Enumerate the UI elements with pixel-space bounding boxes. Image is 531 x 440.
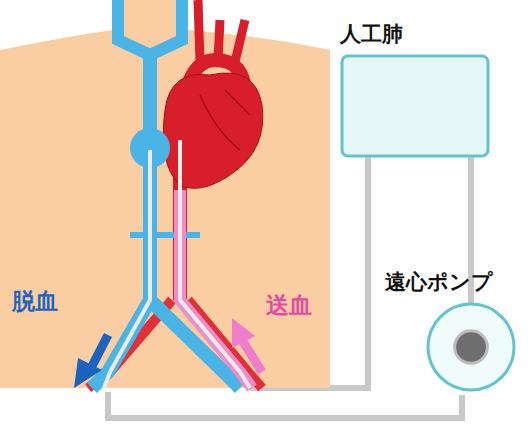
- return-path: [180, 190, 252, 388]
- node-heading: 遠心ポンプ: [385, 268, 516, 296]
- pump-ring: [428, 304, 514, 390]
- drainage-arrow: [90, 335, 108, 370]
- oxygenator-outline: [340, 54, 490, 158]
- flow-label: 脱血: [12, 286, 58, 317]
- oxygenator-rect: [342, 56, 488, 156]
- vein: [130, 232, 200, 238]
- vein: [118, 0, 182, 55]
- return-cannula: [180, 140, 250, 388]
- return-arrow: [242, 340, 262, 372]
- return-arrowhead: [232, 318, 255, 348]
- node-heading: 人工肺: [340, 20, 490, 48]
- pump-outline: [426, 302, 516, 392]
- drainage-tube: [108, 392, 462, 418]
- artery: [198, 0, 245, 66]
- vein: [92, 50, 150, 388]
- heart-line: [200, 90, 250, 150]
- drainage-arrowhead: [74, 358, 102, 388]
- oxygenator-box: 人工肺: [340, 20, 490, 158]
- torso: [0, 0, 330, 388]
- pump-rotor: [455, 331, 488, 364]
- drainage-cannula: [104, 150, 150, 388]
- pump-circle: 遠心ポンプ: [385, 268, 516, 392]
- flow-label: 送血: [266, 290, 312, 321]
